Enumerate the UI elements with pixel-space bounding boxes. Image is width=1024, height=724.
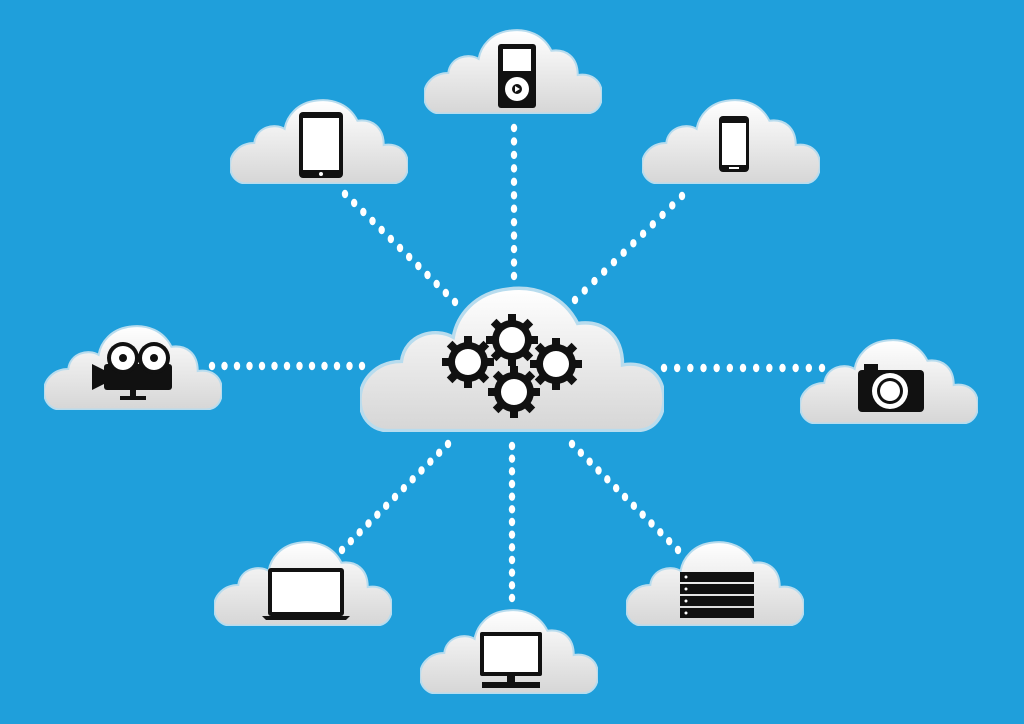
node-desktop[interactable]	[420, 609, 598, 694]
node-smartphone[interactable]	[642, 99, 820, 184]
server-rack-icon	[680, 572, 754, 618]
connector-video-camera	[208, 361, 366, 371]
node-server[interactable]	[626, 541, 804, 626]
node-media-player[interactable]	[424, 29, 602, 114]
video-camera-icon	[92, 342, 172, 400]
node-photo-camera[interactable]	[800, 339, 978, 424]
laptop-icon	[262, 568, 350, 620]
tablet-icon	[299, 112, 343, 178]
connector-server	[568, 439, 682, 555]
gear-icon	[530, 338, 582, 390]
connectors	[208, 123, 826, 603]
connector-smartphone	[571, 191, 686, 305]
connector-laptop	[338, 439, 452, 555]
gear-icon	[486, 314, 538, 366]
connector-photo-camera	[660, 363, 826, 373]
gear-icon	[488, 366, 540, 418]
connector-tablet	[341, 189, 459, 307]
node-tablet[interactable]	[230, 99, 408, 184]
cloud-hub[interactable]	[360, 286, 664, 432]
node-video-camera[interactable]	[44, 325, 222, 410]
desktop-monitor-icon	[480, 632, 542, 688]
media-player-icon	[498, 44, 536, 108]
connector-media-player	[510, 123, 518, 281]
gears-icon	[442, 314, 582, 418]
gear-icon	[442, 336, 494, 388]
connector-desktop	[508, 441, 516, 603]
photo-camera-icon	[858, 364, 924, 412]
node-laptop[interactable]	[214, 541, 392, 626]
smartphone-icon	[719, 116, 749, 172]
